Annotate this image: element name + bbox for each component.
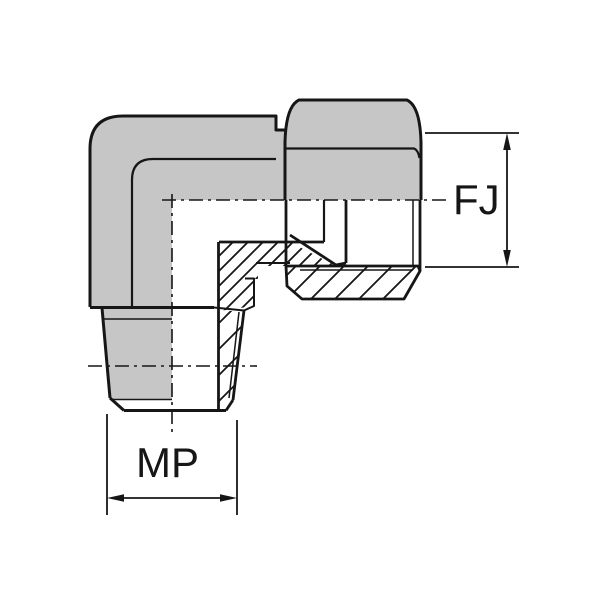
thread-runout-steps <box>243 277 255 312</box>
nut-outer-profile <box>283 98 423 200</box>
mp-arrow-left-icon <box>107 494 124 502</box>
fj-dimension: FJ <box>425 132 519 268</box>
thread-left-taper <box>100 307 112 399</box>
male-thread-fill <box>102 308 172 400</box>
fj-arrow-up-icon <box>503 133 511 150</box>
fj-label: FJ <box>453 176 500 223</box>
hex-nut-fill <box>285 100 421 200</box>
section-linework <box>217 200 348 410</box>
mp-dimension: MP <box>106 414 238 515</box>
flare-seat-cone <box>289 233 337 267</box>
elbow-outer-profile <box>88 114 285 307</box>
thread-section-hatch <box>219 311 244 410</box>
thread-section-outer-line <box>231 310 246 401</box>
thread-right-chamfer <box>224 399 235 412</box>
mp-arrow-right-icon <box>220 494 237 502</box>
centerlines <box>88 194 447 435</box>
thread-section-inner-line <box>228 311 240 399</box>
hex-nut <box>283 98 423 301</box>
elbow-body <box>88 114 285 312</box>
nut-facet-line <box>285 147 421 159</box>
elbow-inner-profile <box>130 157 276 307</box>
fj-arrow-down-icon <box>503 250 511 267</box>
mp-label: MP <box>136 439 199 486</box>
nut-lower-wall-section <box>284 264 422 301</box>
nose-bottom-edge <box>335 261 347 267</box>
male-pipe-thread <box>100 307 235 412</box>
